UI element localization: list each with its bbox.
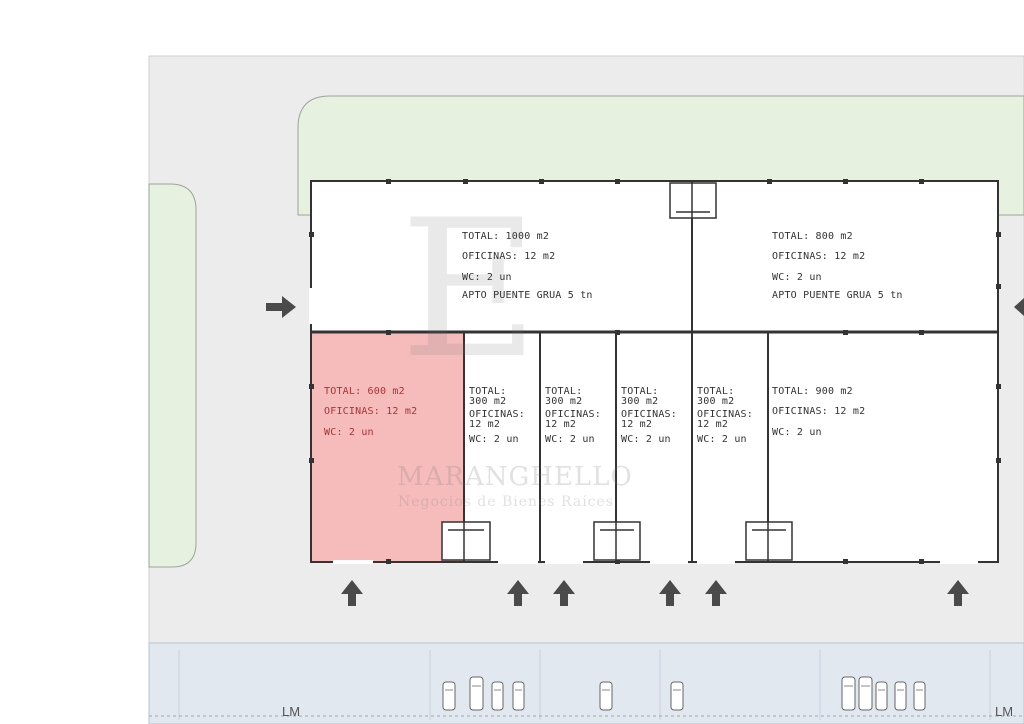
parking-strip bbox=[148, 642, 1024, 724]
unit-top-right-oficinas: OFICINAS: 12 m2 bbox=[772, 251, 866, 262]
unit-600-highlight[interactable] bbox=[312, 333, 464, 561]
door-openings bbox=[309, 288, 978, 564]
unit-top-left-wc: WC: 2 un bbox=[462, 272, 512, 283]
unit-900-oficinas: OFICINAS: 12 m2 bbox=[772, 406, 866, 417]
unit-300-a-total: TOTAL: 300 m2 bbox=[469, 386, 507, 407]
unit-300-d-wc: WC: 2 un bbox=[697, 434, 747, 445]
unit-top-right-extra: APTO PUENTE GRUA 5 tn bbox=[772, 290, 903, 301]
unit-300-c-total: TOTAL: 300 m2 bbox=[621, 386, 659, 407]
unit-900-wc: WC: 2 un bbox=[772, 427, 822, 438]
entry-arrows bbox=[266, 296, 1024, 606]
watermark-name: MARANGHELLO bbox=[397, 462, 633, 492]
unit-300-b-wc: WC: 2 un bbox=[545, 434, 595, 445]
unit-600-oficinas: OFICINAS: 12 m2 bbox=[324, 406, 418, 417]
unit-top-right-total: TOTAL: 800 m2 bbox=[772, 231, 853, 242]
watermark-logo: E bbox=[400, 179, 539, 400]
unit-top-left-extra: APTO PUENTE GRUA 5 tn bbox=[462, 290, 593, 301]
unit-top-left-total: TOTAL: 1000 m2 bbox=[462, 231, 550, 242]
watermark-tagline: Negocios de Bienes Raíces bbox=[398, 494, 614, 510]
parking-stall-lines bbox=[178, 650, 991, 720]
unit-300-d-total: TOTAL: 300 m2 bbox=[697, 386, 735, 407]
unit-300-a-oficinas: OFICINAS: 12 m2 bbox=[469, 409, 525, 430]
green-area-left bbox=[148, 183, 197, 568]
office-blocks bbox=[441, 182, 793, 561]
unit-300-b-oficinas: OFICINAS: 12 m2 bbox=[545, 409, 601, 430]
unit-600-wc: WC: 2 un bbox=[324, 427, 374, 438]
unit-600-total: TOTAL: 600 m2 bbox=[324, 386, 405, 397]
unit-top-left-oficinas: OFICINAS: 12 m2 bbox=[462, 251, 556, 262]
parked-cars bbox=[442, 676, 926, 711]
unit-top-right-wc: WC: 2 un bbox=[772, 272, 822, 283]
car-windshields bbox=[445, 685, 923, 691]
unit-300-b-total: TOTAL: 300 m2 bbox=[545, 386, 583, 407]
property-line-label-left: LM bbox=[282, 704, 301, 719]
unit-300-d-oficinas: OFICINAS: 12 m2 bbox=[697, 409, 753, 430]
unit-900-total: TOTAL: 900 m2 bbox=[772, 386, 853, 397]
unit-300-c-wc: WC: 2 un bbox=[621, 434, 671, 445]
column-markers bbox=[309, 179, 1001, 564]
property-line-label-right: LM bbox=[995, 704, 1014, 719]
unit-300-a-wc: WC: 2 un bbox=[469, 434, 519, 445]
unit-300-c-oficinas: OFICINAS: 12 m2 bbox=[621, 409, 677, 430]
